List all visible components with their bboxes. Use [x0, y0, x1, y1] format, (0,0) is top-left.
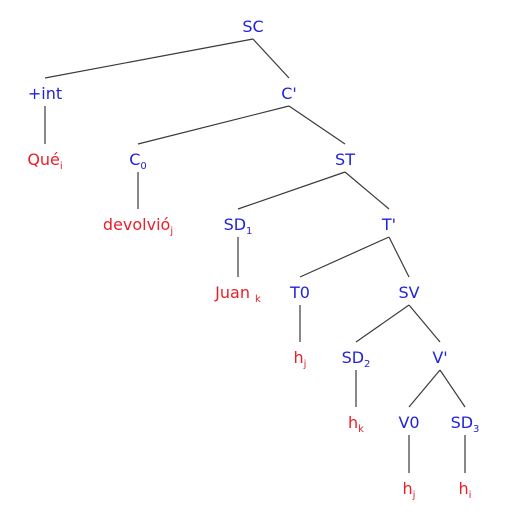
node-tbar-label: T' — [381, 215, 396, 234]
node-tbar: T' — [381, 215, 396, 234]
edge-vbar-v0 — [408, 369, 441, 408]
node-que-subscript: i — [60, 161, 63, 172]
tree-edges — [44, 38, 466, 473]
node-sv-label: SV — [398, 283, 419, 302]
node-hj2: hj — [403, 479, 416, 501]
node-que-label: Qué — [27, 150, 60, 169]
node-devolvio-label: devolvió — [103, 215, 170, 234]
node-c0-label: C — [129, 150, 140, 169]
node-sd3-subscript: 3 — [473, 424, 479, 435]
node-sd3: SD3 — [451, 413, 480, 435]
node-hi-subscript: i — [469, 490, 472, 501]
node-sd1: SD1 — [224, 215, 253, 237]
node-hj1-subscript: j — [303, 359, 307, 370]
edge-cbar-st — [288, 105, 346, 145]
edge-tbar-t0 — [299, 236, 390, 278]
node-sc: SC — [242, 17, 263, 36]
node-hk-label: h — [348, 413, 358, 432]
node-cbar-label: C' — [281, 84, 297, 103]
edge-sc-cbar — [252, 38, 290, 79]
node-v0-label: V0 — [398, 413, 419, 432]
node-hj2-label: h — [403, 479, 413, 498]
node-hk: hk — [348, 413, 364, 435]
edge-vbar-sd3 — [439, 369, 466, 408]
edge-tbar-sv — [388, 236, 410, 278]
node-cbar: C' — [281, 84, 297, 103]
node-hj2-subscript: j — [412, 490, 416, 501]
node-juan: Juan k — [214, 283, 261, 305]
node-juan-label: Juan — [214, 283, 255, 302]
node-sv: SV — [398, 283, 419, 302]
node-sd2-label: SD — [342, 348, 364, 367]
node-sd1-subscript: 1 — [246, 226, 252, 237]
node-st-label: ST — [335, 150, 355, 169]
node-sd1-label: SD — [224, 215, 246, 234]
node-sd2-subscript: 2 — [364, 359, 370, 370]
node-vbar-label: V' — [432, 348, 447, 367]
edge-sc-int — [44, 38, 254, 79]
edge-sv-sd2 — [355, 304, 410, 343]
edge-cbar-c0 — [137, 105, 290, 145]
node-hi-label: h — [459, 479, 469, 498]
node-int: +int — [28, 84, 62, 103]
node-t0: T0 — [289, 283, 310, 302]
edge-st-tbar — [344, 171, 390, 210]
node-hk-subscript: k — [358, 424, 364, 435]
edge-sv-vbar — [408, 304, 441, 343]
node-t0-label: T0 — [289, 283, 310, 302]
node-int-label: +int — [28, 84, 62, 103]
node-sd3-label: SD — [451, 413, 473, 432]
node-hj1: hj — [294, 348, 307, 370]
node-hj1-label: h — [294, 348, 304, 367]
node-devolvio: devolviój — [103, 215, 173, 237]
node-hi: hi — [459, 479, 472, 501]
node-sd2: SD2 — [342, 348, 371, 370]
node-v0: V0 — [398, 413, 419, 432]
node-juan-subscript: k — [255, 294, 261, 305]
node-devolvio-subscript: j — [169, 226, 173, 237]
node-sc-label: SC — [242, 17, 263, 36]
node-vbar: V' — [432, 348, 447, 367]
node-c0: C0 — [129, 150, 147, 172]
edge-st-sd1 — [237, 171, 346, 210]
node-st: ST — [335, 150, 355, 169]
node-que: Quéi — [27, 150, 62, 172]
node-c0-subscript: 0 — [140, 161, 146, 172]
